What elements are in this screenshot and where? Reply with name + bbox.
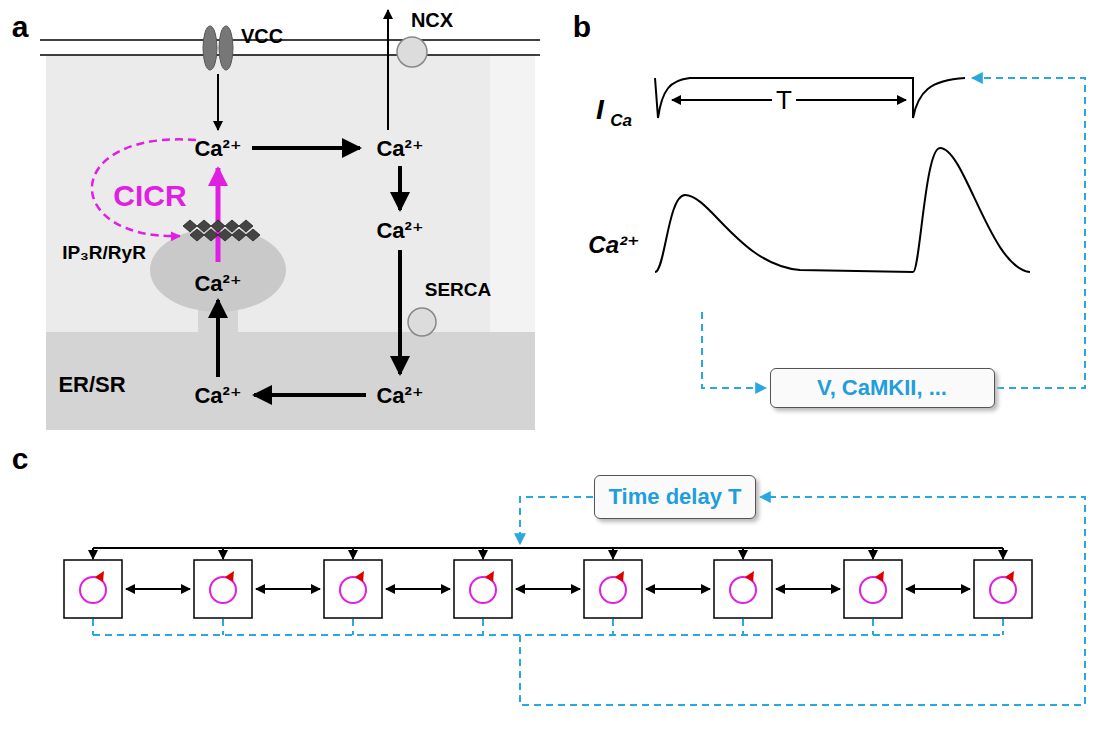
ion-label: Ca²⁺: [194, 384, 241, 408]
coupling-arrow: [516, 588, 580, 590]
unit-box: [64, 560, 122, 618]
receptor-symbol: [204, 229, 218, 241]
feedback-line: [872, 619, 874, 635]
coupling-arrow: [776, 588, 840, 590]
coupling-arrow: [646, 588, 710, 590]
coupling-arrow: [906, 588, 970, 590]
receptor-symbol: [246, 229, 260, 241]
process-label: CICR: [113, 179, 186, 212]
period-label: T: [772, 86, 796, 115]
oscillator-arrowhead: [1005, 571, 1014, 582]
bus-drop: [612, 548, 614, 559]
receptor-symbol: [197, 220, 211, 232]
ion-label: Ca²⁺: [194, 137, 241, 161]
ion-label: Ca²⁺: [376, 219, 423, 243]
feedback-line: [742, 619, 744, 635]
box-text: V, CaMKII, ...: [817, 375, 947, 401]
process-box: Time delay T: [594, 475, 756, 519]
pump-name: SERCA: [425, 280, 492, 301]
organelle-name: ER/SR: [58, 373, 125, 397]
unit-box: [974, 560, 1032, 618]
ion-label: Ca²⁺: [376, 384, 423, 408]
bus-drop: [222, 548, 224, 559]
receptor-symbol: [232, 229, 246, 241]
feedback-line: [482, 619, 484, 635]
bus-drop: [92, 548, 94, 559]
feedback-line: [92, 619, 94, 635]
receptor-symbol: [211, 220, 225, 232]
unit-box: [324, 560, 382, 618]
coupling-arrow: [126, 588, 190, 590]
receptor-symbol: [218, 229, 232, 241]
trace-illustration: [655, 78, 1030, 272]
signal-subscript: Ca: [610, 112, 632, 131]
receptor-name: IP₃R/RyR: [62, 243, 146, 264]
panel-letter: c: [12, 442, 29, 475]
bus-drop: [482, 548, 484, 559]
oscillator-arrowhead: [485, 571, 494, 582]
bus-drop: [1002, 548, 1004, 559]
feedback-lines: [93, 78, 1085, 705]
signal-name: Ca²⁺: [588, 232, 639, 258]
box-text: Time delay T: [609, 484, 742, 510]
panel-letter: b: [573, 10, 591, 43]
signal-name: I: [596, 95, 604, 126]
bus-drop: [872, 548, 874, 559]
feedback-line: [1002, 619, 1004, 635]
unit-box: [194, 560, 252, 618]
unit-box: [844, 560, 902, 618]
process-box: V, CaMKII, ...: [770, 368, 995, 408]
oscillator-arrowhead: [225, 571, 234, 582]
feedback-line: [352, 619, 354, 635]
bus-drop: [742, 548, 744, 559]
exchanger-name: NCX: [411, 9, 453, 31]
oscillator-arrowhead: [875, 571, 884, 582]
coupling-arrow: [256, 588, 320, 590]
oscillator-arrowhead: [615, 571, 624, 582]
oscillator-arrowhead: [95, 571, 104, 582]
receptor-symbol: [225, 220, 239, 232]
oscillator-chain: [64, 548, 1032, 635]
ion-label: Ca²⁺: [376, 137, 423, 161]
cell-illustration: [40, 10, 540, 430]
feedback-line: [612, 619, 614, 635]
oscillator-arrowhead: [355, 571, 364, 582]
ion-label: Ca²⁺: [194, 272, 241, 296]
panel-letter: a: [12, 10, 29, 43]
feedback-line: [222, 619, 224, 635]
oscillator-arrowhead: [745, 571, 754, 582]
channel-name: VCC: [241, 25, 283, 47]
unit-box: [714, 560, 772, 618]
unit-box: [454, 560, 512, 618]
receptor-symbol: [190, 229, 204, 241]
bus-drop: [352, 548, 354, 559]
bus-line: [93, 547, 1003, 549]
coupling-arrow: [386, 588, 450, 590]
receptor-symbol: [183, 220, 197, 232]
unit-box: [584, 560, 642, 618]
receptor-symbol: [239, 220, 253, 232]
